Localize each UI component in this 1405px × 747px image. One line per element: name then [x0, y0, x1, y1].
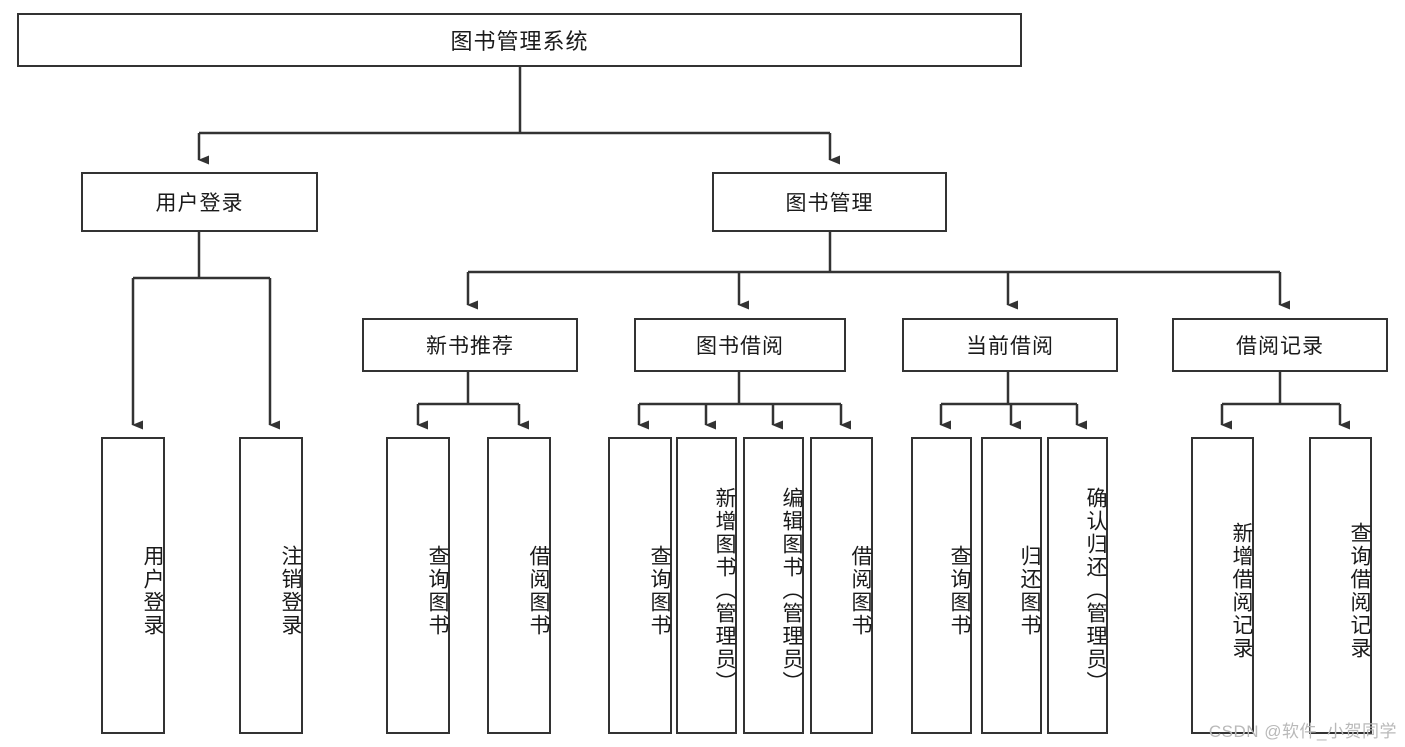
node-label: 查询借阅记录 [1348, 521, 1371, 660]
node-label: 用户登录 [141, 544, 164, 637]
node-label: 图书管理 [785, 192, 874, 215]
node-label: 用户登录 [155, 192, 244, 215]
node-leaf-query-book-recommend[interactable]: 查询图书 [386, 437, 450, 734]
node-label: 查询图书 [426, 544, 449, 637]
node-root-book-management-system[interactable]: 图书管理系统 [17, 13, 1022, 67]
node-book-manage[interactable]: 图书管理 [712, 172, 947, 232]
node-label: 注销登录 [279, 544, 302, 637]
node-borrow-record[interactable]: 借阅记录 [1172, 318, 1388, 372]
node-label: 查询图书 [648, 544, 671, 637]
node-book-borrow[interactable]: 图书借阅 [634, 318, 846, 372]
node-leaf-query-book-current[interactable]: 查询图书 [911, 437, 972, 734]
node-label: 图书借阅 [696, 335, 784, 358]
node-leaf-return-book[interactable]: 归还图书 [981, 437, 1042, 734]
node-leaf-user-login[interactable]: 用户登录 [101, 437, 165, 734]
node-label: 新书推荐 [426, 335, 514, 358]
node-label: 当前借阅 [966, 335, 1054, 358]
node-leaf-add-borrow-record[interactable]: 新增借阅记录 [1191, 437, 1254, 734]
node-label: 归还图书 [1018, 544, 1041, 637]
node-user-login[interactable]: 用户登录 [81, 172, 318, 232]
node-leaf-borrow-book-recommend[interactable]: 借阅图书 [487, 437, 551, 734]
node-label: 借阅记录 [1236, 335, 1324, 358]
node-leaf-query-borrow-record[interactable]: 查询借阅记录 [1309, 437, 1372, 734]
node-leaf-confirm-return-admin[interactable]: 确认归还（管理员） [1047, 437, 1108, 734]
node-leaf-edit-book-admin[interactable]: 编辑图书（管理员） [743, 437, 804, 734]
node-label: 新增借阅记录 [1230, 521, 1253, 660]
node-label: 新增图书（管理员） [713, 487, 736, 694]
node-label: 编辑图书（管理员） [780, 487, 803, 694]
node-new-book-recommend[interactable]: 新书推荐 [362, 318, 578, 372]
node-leaf-logout-login[interactable]: 注销登录 [239, 437, 303, 734]
node-current-borrow[interactable]: 当前借阅 [902, 318, 1118, 372]
node-leaf-add-book-admin[interactable]: 新增图书（管理员） [676, 437, 737, 734]
node-leaf-query-book-borrow[interactable]: 查询图书 [608, 437, 672, 734]
node-leaf-borrow-book[interactable]: 借阅图书 [810, 437, 873, 734]
node-label: 借阅图书 [849, 544, 872, 637]
csdn-watermark: CSDN @软件_小贺同学 [1208, 722, 1397, 741]
node-label: 查询图书 [948, 544, 971, 637]
node-label: 借阅图书 [527, 544, 550, 637]
node-label: 确认归还（管理员） [1084, 487, 1107, 694]
node-label: 图书管理系统 [450, 29, 589, 54]
